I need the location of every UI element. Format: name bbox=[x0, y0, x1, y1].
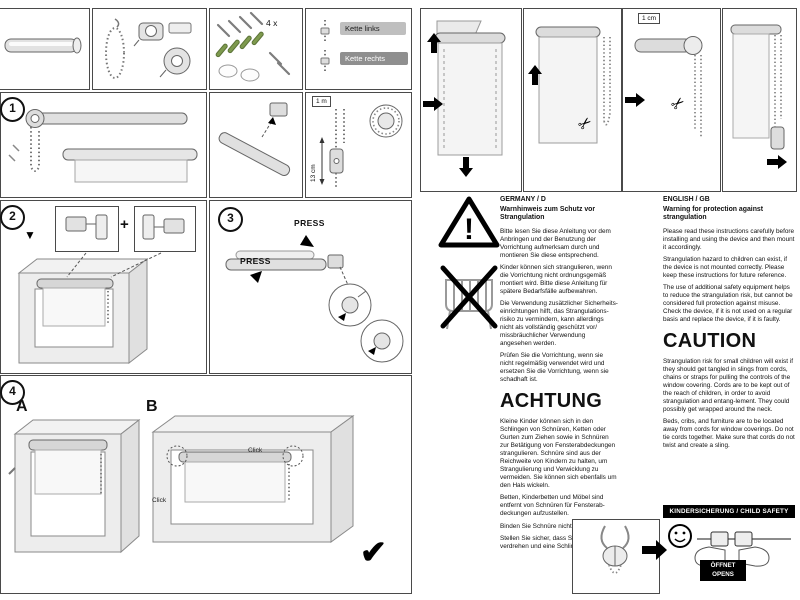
kette-rechts-label: Kette rechts bbox=[340, 52, 408, 65]
step1-assembly-illustration bbox=[8, 109, 198, 183]
opens-label-de: ÖFFNET bbox=[710, 562, 736, 569]
step1-box bbox=[0, 92, 207, 198]
english-caution-paragraph: Beds, cribs, and furniture are to be loc… bbox=[663, 418, 795, 450]
child-safety-illustration bbox=[668, 524, 791, 567]
caution-heading: CAUTION bbox=[663, 329, 757, 352]
step4-number: 4 bbox=[0, 380, 25, 405]
german-warning-column: GERMANY / D Warnhinweis zum Schutz vor S… bbox=[500, 196, 618, 555]
right-arrow-icon bbox=[642, 540, 667, 560]
step4-box bbox=[0, 375, 412, 594]
step4-mounting-options-illustration bbox=[8, 415, 355, 554]
parts-box-chain-clutch bbox=[92, 8, 207, 90]
english-paragraph: Please read these instructions carefully… bbox=[663, 227, 795, 251]
click-label-1: Click bbox=[152, 497, 167, 504]
step1b-box bbox=[209, 92, 303, 198]
child-safety-header: KINDERSICHERUNG / CHILD SAFETY bbox=[663, 505, 795, 518]
step1-number: 1 bbox=[0, 97, 25, 122]
german-warning-title: Warnhinweis zum Schutz vor Strangulation bbox=[500, 205, 596, 222]
chain-and-clutch-illustration bbox=[105, 18, 192, 79]
usage-box-unroll bbox=[420, 8, 522, 192]
english-region-label: ENGLISH / GB bbox=[663, 196, 710, 203]
step3-number: 3 bbox=[218, 207, 243, 232]
chain-safety-box bbox=[305, 92, 412, 198]
press-label-top: PRESS bbox=[294, 218, 325, 228]
step2-window-illustration bbox=[17, 252, 162, 365]
usage-box-tensioner bbox=[722, 8, 797, 192]
click-label-2: Click bbox=[248, 447, 263, 454]
press-label-left: PRESS bbox=[240, 256, 271, 266]
mounted-tensioner-illustration bbox=[730, 24, 787, 169]
german-region-label: GERMANY / D bbox=[500, 196, 546, 203]
one-meter-label: 1 m bbox=[312, 96, 331, 107]
german-paragraph: Bitte lesen Sie diese Anleitung vor dem … bbox=[500, 227, 611, 259]
down-arrow-icon: ▼ bbox=[24, 228, 36, 242]
german-caution-paragraph: Stellen Sie sicher, dass Schnüre nicht v… bbox=[500, 535, 607, 550]
opens-label-en: OPENS bbox=[712, 570, 734, 578]
blind-unroll-illustration bbox=[423, 20, 506, 177]
cord-connector-box bbox=[572, 519, 660, 594]
usage-box-cut-loop: ✂ bbox=[523, 8, 622, 192]
one-cm-label: 1 cm bbox=[638, 13, 661, 24]
german-paragraph: Kinder können sich strangulieren, wenn d… bbox=[500, 263, 612, 295]
warning-triangle-icon: ! bbox=[438, 196, 500, 248]
bracket-part-illustration bbox=[65, 214, 108, 240]
parts-box-screws bbox=[209, 8, 303, 90]
cut-chain-loop-illustration: ✂ bbox=[528, 26, 611, 144]
roller-tube-illustration bbox=[4, 37, 82, 54]
screws-and-plugs-illustration bbox=[215, 11, 291, 82]
thirteen-cm-label: 13 cm bbox=[310, 164, 317, 182]
bracket-detail-box-2 bbox=[134, 206, 196, 252]
svg-text:!: ! bbox=[464, 213, 474, 246]
trim-chain-illustration: ✂ bbox=[625, 36, 703, 137]
english-paragraph: Strangulation hazard to children can exi… bbox=[663, 256, 787, 279]
scissors-icon: ✂ bbox=[668, 93, 689, 115]
chain-right-icon bbox=[320, 50, 330, 72]
english-caution-paragraph: Strangulation risk for small children wi… bbox=[663, 358, 793, 413]
german-caution-paragraph: Kleine Kinder können sich in den Schling… bbox=[500, 418, 617, 489]
english-warning-column: ENGLISH / GB Warning for protection agai… bbox=[663, 196, 795, 455]
plus-sign: + bbox=[120, 216, 129, 233]
option-b-label: B bbox=[146, 398, 158, 415]
achtung-heading: ACHTUNG bbox=[500, 389, 603, 412]
english-paragraph: The use of additional safety equipment h… bbox=[663, 284, 793, 324]
parts-box-roller-tube bbox=[0, 8, 90, 90]
checkmark-icon: ✔ bbox=[360, 534, 387, 570]
no-crib-icon bbox=[440, 265, 498, 330]
usage-box-trim: ✂ bbox=[622, 8, 721, 192]
bracket-clip-illustration bbox=[142, 214, 185, 240]
opens-label: ÖFFNET OPENS bbox=[700, 560, 746, 581]
bracket-detail-box-1 bbox=[55, 206, 119, 252]
screw-quantity-label: 4 x bbox=[266, 18, 278, 28]
german-paragraph: Prüfen Sie die Vorrichtung, wenn sie nic… bbox=[500, 352, 609, 384]
tube-into-bracket-illustration bbox=[218, 102, 291, 176]
german-paragraph: Die Verwendung zusätzlicher Sicherheits-… bbox=[500, 300, 618, 347]
english-warning-title: Warning for protection against strangula… bbox=[663, 205, 764, 222]
german-caution-paragraph: Betten, Kinderbetten und Möbel sind entf… bbox=[500, 494, 605, 518]
german-caution-paragraph: Binden Sie Schnüre nicht zusammen. bbox=[500, 522, 607, 530]
step3-press-illustration bbox=[225, 235, 404, 363]
cord-connector-illustration bbox=[600, 525, 630, 574]
chain-tensioner-illustration bbox=[319, 104, 403, 187]
parts-box-kette-labels bbox=[305, 8, 412, 90]
step2-number: 2 bbox=[0, 205, 25, 230]
chain-left-icon bbox=[320, 20, 330, 42]
kette-links-label: Kette links bbox=[340, 22, 406, 35]
step3-box bbox=[209, 200, 412, 374]
option-a-label: A bbox=[16, 398, 28, 415]
